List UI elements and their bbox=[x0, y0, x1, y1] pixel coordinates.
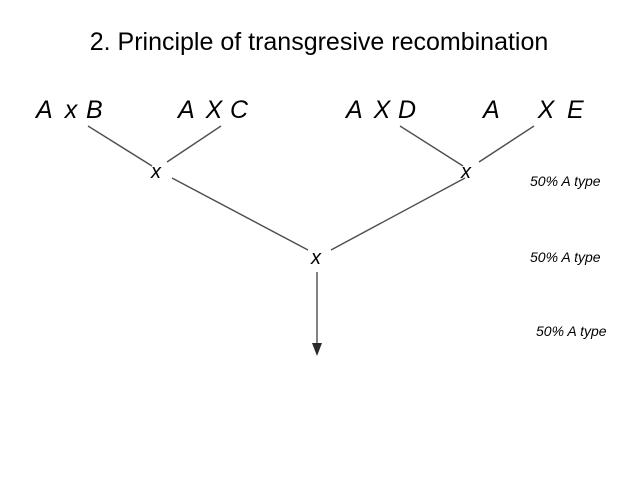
generation-label-1: 50% A type bbox=[530, 173, 601, 189]
page-title: 2. Principle of transgresive recombinati… bbox=[89, 28, 549, 56]
line-ac-to-left-node bbox=[166, 125, 222, 163]
arrowhead-down-icon bbox=[312, 343, 322, 356]
line-right-node-to-center bbox=[330, 177, 466, 251]
line-left-node-to-center bbox=[171, 177, 309, 251]
parent-allele-c: C bbox=[230, 96, 249, 124]
recombination-node-right: x bbox=[461, 161, 471, 183]
parent-allele-d: D bbox=[398, 96, 417, 124]
cross-operator-4: X bbox=[537, 96, 555, 124]
cross-operator-2: X bbox=[205, 96, 223, 124]
generation-label-2: 50% A type bbox=[530, 249, 601, 265]
parent-allele-a3: A bbox=[346, 96, 363, 124]
parent-allele-a4: A bbox=[483, 96, 500, 124]
cross-operator-3: X bbox=[373, 96, 391, 124]
line-ae-to-right-node bbox=[478, 125, 535, 163]
generation-label-3: 50% A type bbox=[536, 323, 607, 339]
parent-allele-a2: A bbox=[178, 96, 195, 124]
parent-allele-e: E bbox=[567, 96, 584, 124]
cross-operator-1: x bbox=[64, 96, 78, 124]
recombination-node-center: x bbox=[311, 247, 321, 269]
parent-allele-b: B bbox=[86, 96, 103, 124]
line-ad-to-right-node bbox=[399, 125, 464, 167]
line-ab-to-left-node bbox=[87, 125, 153, 167]
recombination-node-left: x bbox=[151, 161, 161, 183]
parent-allele-a1: A bbox=[36, 96, 53, 124]
